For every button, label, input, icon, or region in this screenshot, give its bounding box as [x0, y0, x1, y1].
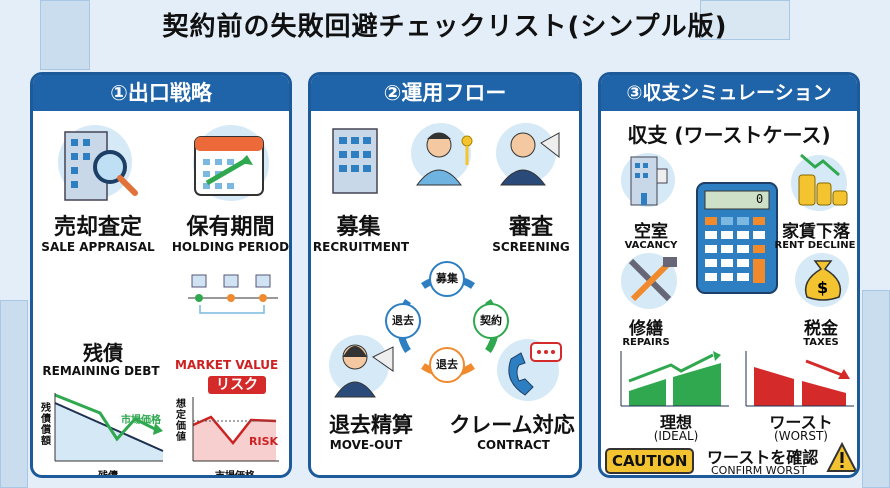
panel-exit-strategy: ①出口戦略 売却査定 SALE APPRAISAL 保有期間 HOLDING P…: [30, 72, 292, 478]
timeline-icon: [188, 274, 278, 314]
panel-operation-flow: ②運用フロー 募集 RECRUITMENT 審査 SCREENING 募集 契約…: [308, 72, 582, 478]
debt-chart: [54, 393, 164, 462]
screening-jp: 審査: [508, 215, 553, 240]
warning-icon: [826, 441, 857, 472]
cycle-step-moveout: 退去: [385, 303, 421, 339]
claim-jp: クレーム対応: [449, 413, 575, 437]
debt-x-label: 残債: [98, 471, 118, 478]
repairs-en: REPAIRS: [622, 337, 670, 348]
market-y-label: 想定価値: [176, 399, 186, 443]
vacant-building-icon: [630, 156, 668, 206]
risk-badge: リスク: [208, 376, 266, 394]
remaining-debt-jp: 残債: [83, 341, 123, 365]
calendar-icon: [194, 136, 264, 196]
vacancy-en: VACANCY: [624, 240, 678, 251]
cycle-step-recruit: 募集: [429, 261, 465, 297]
tools-icon: [628, 257, 677, 302]
sale-appraisal-jp: 売却査定: [53, 215, 142, 240]
recruitment-en: RECRUITMENT: [312, 240, 410, 254]
person-key-icon: [416, 132, 473, 186]
background-building: [862, 290, 890, 488]
panel-cashflow-simulation: ③収支シミュレーション 収支 (ワーストケース) 空室 VACANCY 0 家賃…: [598, 72, 860, 478]
moveout-en: MOVE-OUT: [329, 438, 403, 452]
background-building: [700, 0, 790, 40]
debt-line-label: 市場価格: [121, 415, 161, 426]
woman-megaphone-icon: [334, 344, 394, 398]
ideal-en: (IDEAL): [653, 429, 699, 443]
vacancy-jp: 空室: [634, 222, 668, 242]
claim-en: CONTRACT: [477, 438, 550, 452]
remaining-debt-en: REMAINING DEBT: [42, 364, 160, 378]
screening-en: SCREENING: [492, 240, 570, 254]
taxes-jp: 税金: [804, 319, 838, 339]
confirm-worst-en: CONFIRM WORST: [711, 464, 807, 477]
cycle-step-moveout-2: 退去: [429, 347, 465, 383]
taxes-en: TAXES: [803, 337, 839, 348]
rent-decline-jp: 家賃下落: [782, 222, 850, 242]
building-magnifier-icon: [64, 131, 138, 201]
sale-appraisal-en: SALE APPRAISAL: [41, 240, 155, 254]
cycle-step-contract: 契約: [473, 303, 509, 339]
panel-header: ①出口戦略: [33, 75, 289, 111]
building-icon: [332, 128, 378, 194]
svg-text:$: $: [817, 278, 828, 297]
worst-jp: ワースト: [769, 413, 833, 432]
ideal-chart: [620, 351, 729, 407]
moveout-jp: 退去精算: [329, 413, 413, 437]
calculator-display: 0: [756, 192, 764, 206]
money-bag-icon: $: [804, 260, 842, 301]
ideal-jp: 理想: [659, 413, 692, 432]
market-value-title: MARKET VALUE: [175, 358, 279, 372]
person-megaphone-icon: [500, 132, 560, 186]
worst-en: (WORST): [774, 429, 828, 443]
holding-period-en: HOLDING PERIOD: [171, 240, 290, 254]
market-value-chart: [192, 397, 279, 462]
calculator-icon: [696, 182, 778, 294]
phone-chat-icon: [508, 342, 562, 396]
background-building: [40, 0, 90, 70]
panel-header: ②運用フロー: [311, 75, 579, 111]
caution-badge: CAUTION: [605, 448, 695, 474]
worst-chart: [745, 351, 854, 407]
risk-label: RISK: [249, 435, 279, 448]
debt-y-label: 残債償額: [41, 403, 51, 447]
page-title: 契約前の失敗回避チェックリスト(シンプル版): [162, 12, 728, 42]
coins-decline-icon: [798, 153, 848, 206]
repairs-jp: 修繕: [629, 319, 663, 339]
rent-decline-en: RENT DECLINE: [774, 240, 856, 251]
market-x-label: 市場価格: [215, 471, 255, 478]
panel-header: ③収支シミュレーション: [601, 75, 857, 111]
confirm-worst-jp: ワーストを確認: [707, 448, 819, 467]
holding-period-jp: 保有期間: [186, 215, 275, 240]
background-building: [0, 300, 28, 488]
subtitle: 収支 (ワーストケース): [627, 123, 831, 147]
recruitment-jp: 募集: [336, 215, 381, 240]
